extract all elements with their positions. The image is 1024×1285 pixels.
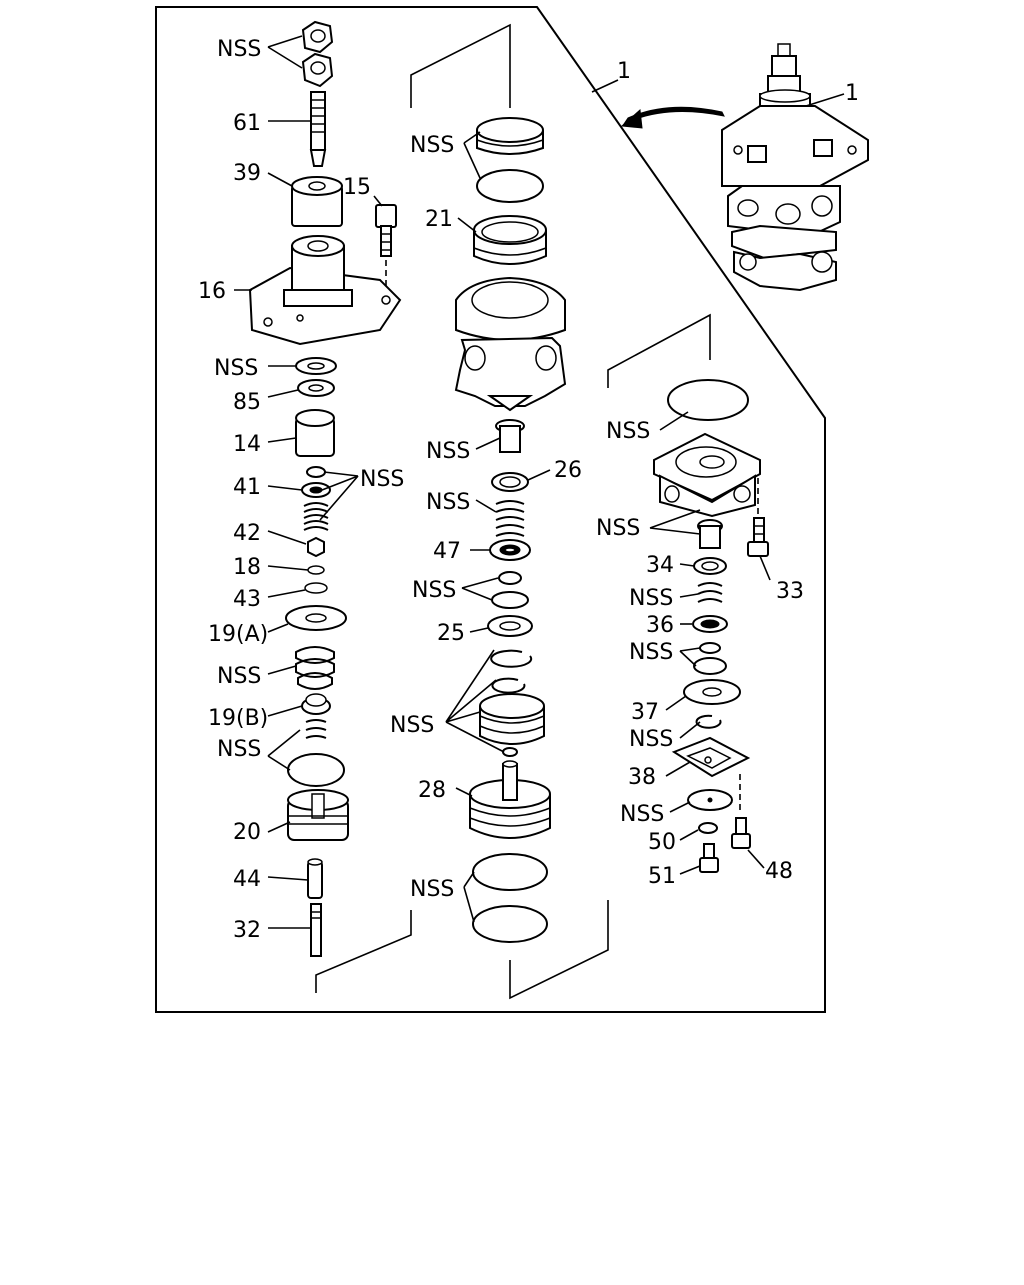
label-nss-disc-left: NSS: [217, 737, 261, 762]
part-47-seal: [489, 539, 531, 561]
label-part-28: 28: [418, 778, 446, 803]
label-nss-disc-right-top: NSS: [606, 419, 650, 444]
part-nss-spring-mid: [495, 500, 525, 537]
part-48-screw: [731, 817, 751, 849]
label-part-43: 43: [233, 587, 261, 612]
diagram-frame: [155, 6, 826, 1013]
assembled-valve-illustration: [620, 43, 869, 292]
label-part-14: 14: [233, 432, 261, 457]
label-part-44: 44: [233, 867, 261, 892]
part-nss-disc-right-bottom: [687, 789, 733, 811]
label-part-32: 32: [233, 918, 261, 943]
part-19a-disc: [285, 605, 347, 631]
label-part-51: 51: [648, 864, 676, 889]
label-nss-snap-rings: NSS: [390, 713, 434, 738]
label-part-36: 36: [646, 613, 674, 638]
label-nss-spring-left: NSS: [217, 664, 261, 689]
part-nss-snap-rings: [490, 649, 533, 694]
label-part-85: 85: [233, 390, 261, 415]
part-14-sleeve: [295, 409, 335, 457]
label-nss-spring-right: NSS: [629, 586, 673, 611]
label-nss-bushing-right: NSS: [596, 516, 640, 541]
part-nss-bushing: [495, 419, 525, 453]
label-part-25: 25: [437, 621, 465, 646]
part-21-ring: [473, 215, 547, 265]
part-34-cup: [693, 557, 727, 575]
part-nss-ring-mid: [479, 693, 545, 757]
part-41-42-spring-seat: [301, 466, 331, 594]
label-part-21: 21: [425, 207, 453, 232]
label-part-19a: 19(A): [208, 622, 268, 647]
part-nss-disc-top: [476, 169, 544, 203]
part-nss-snap-right: [695, 714, 722, 729]
label-nss-disc-right-bottom: NSS: [620, 802, 664, 827]
part-nss-disc-right-top: [667, 379, 749, 421]
label-nss-spring-mid: NSS: [426, 490, 470, 515]
part-28-piston: [469, 760, 551, 839]
part-nss-washer-85: [295, 357, 337, 397]
label-part-61: 61: [233, 111, 261, 136]
part-61-stud: [309, 91, 327, 167]
part-33-bolt: [747, 478, 769, 557]
label-part-34: 34: [646, 553, 674, 578]
part-25-washer: [487, 615, 533, 637]
label-nss-spring-seat: NSS: [360, 467, 404, 492]
part-nss-disc-left: [287, 753, 345, 787]
label-part-20: 20: [233, 820, 261, 845]
label-part-33: 33: [776, 579, 804, 604]
label-nss-ring-top: NSS: [410, 133, 454, 158]
leader-lines: [234, 35, 845, 929]
part-20-piston: [287, 789, 349, 841]
part-38-cover: [671, 736, 751, 812]
part-nss-bushing-right: [697, 519, 723, 549]
part-51-screw: [699, 843, 719, 873]
label-part-50: 50: [648, 830, 676, 855]
label-part-1-illustration: 1: [845, 81, 859, 106]
part-16-cover: [248, 235, 402, 346]
callout-labels: NSS 61 39 15 16 NSS 85 14 41 NSS 42 18 4…: [198, 37, 859, 943]
part-26-cup: [491, 472, 529, 492]
label-nss-discs-bottom: NSS: [410, 877, 454, 902]
part-44-pin: [307, 858, 323, 899]
label-part-1-assembly: 1: [617, 59, 631, 84]
label-part-47: 47: [433, 539, 461, 564]
label-nss-snap-right: NSS: [629, 727, 673, 752]
part-15-bolt: [375, 204, 397, 290]
group-brackets: [315, 23, 711, 1000]
label-nss-bushing: NSS: [426, 439, 470, 464]
label-nss-small-discs: NSS: [412, 578, 456, 603]
part-36-seal: [692, 615, 728, 633]
label-part-16: 16: [198, 279, 226, 304]
part-right-body: [653, 432, 761, 518]
label-part-19b: 19(B): [208, 706, 268, 731]
part-39-cap: [291, 176, 343, 227]
label-nss-nuts: NSS: [217, 37, 261, 62]
part-nss-ring-top: [476, 117, 544, 155]
label-nss-washer: NSS: [214, 356, 258, 381]
part-32-shaft: [310, 903, 322, 957]
part-nss-small-discs-right: [693, 642, 727, 675]
part-nss-spring-left: [295, 646, 335, 690]
part-nss-spring-right: [697, 582, 723, 603]
part-50-nut: [698, 822, 718, 834]
label-nss-small-discs-right: NSS: [629, 640, 673, 665]
label-part-37: 37: [631, 700, 659, 725]
label-part-38: 38: [628, 765, 656, 790]
label-part-39: 39: [233, 161, 261, 186]
label-part-41: 41: [233, 475, 261, 500]
part-nss-discs-bottom: [472, 853, 548, 943]
part-37-disc: [683, 679, 741, 705]
part-19b-poppet: [301, 693, 331, 739]
label-part-42: 42: [233, 521, 261, 546]
part-main-body: [454, 276, 567, 412]
part-nss-nuts: [301, 20, 334, 88]
label-part-18: 18: [233, 555, 261, 580]
label-part-26: 26: [554, 458, 582, 483]
label-part-48: 48: [765, 859, 793, 884]
label-part-15: 15: [343, 175, 371, 200]
